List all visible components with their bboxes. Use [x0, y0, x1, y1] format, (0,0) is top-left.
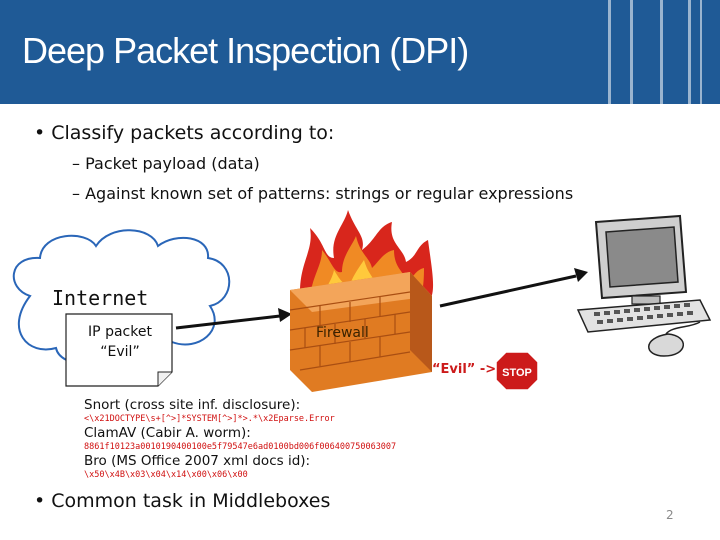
snort-signature-name: Snort (cross site inf. disclosure):	[84, 397, 301, 413]
firewall-label: Firewall	[316, 325, 369, 341]
signature-examples: Snort (cross site inf. disclosure): <\x2…	[84, 398, 544, 482]
snort-signature-pattern: <\x21DOCTYPE\s+[^>]*SYSTEM[^>]*>.*\x2Epa…	[84, 414, 335, 424]
clamav-signature-pattern: 8861f10123a0010190400100e5f79547e6ad0100…	[84, 442, 397, 452]
arrow-to-computer	[439, 268, 588, 308]
sub-bullet-patterns: – Against known set of patterns: strings…	[72, 184, 574, 203]
sub-bullet-payload: – Packet payload (data)	[72, 154, 260, 173]
packet-label-line2: “Evil”	[100, 344, 140, 360]
page-number: 2	[666, 508, 674, 522]
arrow-to-firewall	[175, 308, 292, 330]
evil-blocked-label: “Evil” ->	[432, 362, 497, 377]
stop-sign-text: STOP	[502, 367, 532, 379]
internet-label: Internet	[52, 286, 149, 310]
bro-signature-pattern: \x50\x4B\x03\x04\x14\x00\x06\x00	[84, 470, 248, 480]
bro-signature-name: Bro (MS Office 2007 xml docs id):	[84, 453, 311, 469]
firewall-brick-wall	[289, 272, 432, 392]
packet-document	[65, 313, 173, 387]
bullet-middleboxes: • Common task in Middleboxes	[34, 490, 331, 512]
bullet-classify: • Classify packets according to:	[34, 122, 335, 144]
computer-icon	[576, 214, 712, 357]
packet-label: IP packet “Evil”	[70, 322, 170, 362]
title-bar: Deep Packet Inspection (DPI)	[0, 0, 720, 104]
slide-title: Deep Packet Inspection (DPI)	[22, 30, 469, 71]
title-stripes-decoration	[608, 0, 702, 104]
packet-label-line1: IP packet	[88, 324, 152, 340]
stop-sign-icon: STOP	[495, 351, 539, 391]
clamav-signature-name: ClamAV (Cabir A. worm):	[84, 425, 251, 441]
